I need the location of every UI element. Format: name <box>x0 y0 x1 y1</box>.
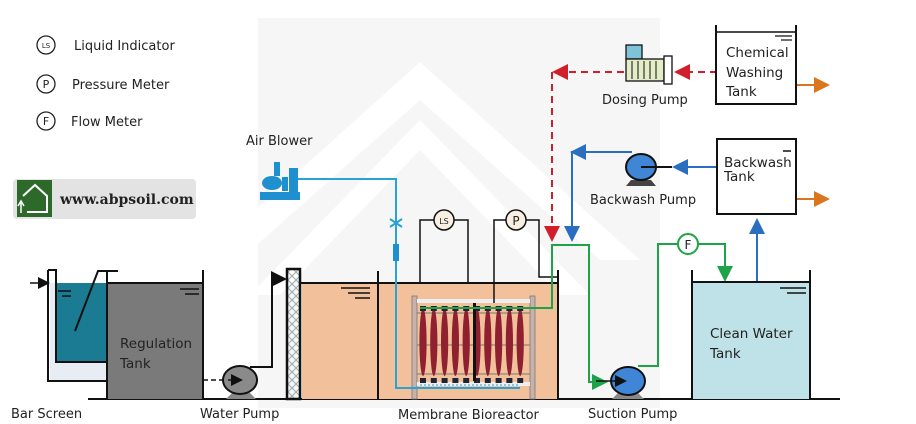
website-badge[interactable]: www.abpsoil.com <box>13 179 196 219</box>
water-pump: Water Pump <box>200 271 287 422</box>
pressure-meter: P <box>493 209 557 303</box>
suction-pump: Suction Pump <box>588 366 677 422</box>
membrane-fiber <box>484 308 492 376</box>
filter-screen <box>285 267 302 401</box>
membrane-fiber <box>451 308 459 376</box>
fiber-cap <box>430 378 437 383</box>
p-meter-label: P <box>512 214 519 228</box>
legend-item-liquid-indicator: LS Liquid Indicator <box>36 35 175 55</box>
legend-label: Flow Meter <box>71 115 143 130</box>
membrane-fiber <box>516 308 524 376</box>
air-blower: Air Blower <box>246 134 520 389</box>
clean-water-tank: Clean Water Tank <box>691 270 811 399</box>
permeate-line <box>420 244 608 390</box>
legend-label: Pressure Meter <box>72 78 170 93</box>
air-blower-icon <box>260 162 300 200</box>
house-tree-logo-icon <box>17 180 52 217</box>
fiber-cap <box>420 378 426 383</box>
fiber-cap <box>463 378 470 383</box>
chemical-tank-label-2: Washing <box>726 65 783 81</box>
air-blower-label: Air Blower <box>246 134 313 149</box>
chemical-washing-tank: Chemical Washing Tank <box>715 25 830 105</box>
backwash-pump-label: Backwash Pump <box>590 193 696 208</box>
clean-water-tank-label-2: Tank <box>709 346 741 362</box>
legend-item-flow-meter: F Flow Meter <box>36 111 143 131</box>
website-url[interactable]: www.abpsoil.com <box>59 192 194 208</box>
ls-meter-label: LS <box>439 217 449 226</box>
membrane-fiber <box>419 308 427 376</box>
membrane-fiber <box>505 308 513 376</box>
f-meter-label: F <box>685 238 692 252</box>
fiber-cap <box>517 378 524 383</box>
ls-meter-icon <box>433 209 455 231</box>
fiber-cap <box>495 378 502 383</box>
clean-water-feed-line <box>638 243 733 367</box>
membrane-fiber <box>462 308 470 376</box>
chemical-tank-label-1: Chemical <box>726 45 789 61</box>
liquid-indicator: LS <box>419 209 469 283</box>
fiber-cap <box>474 378 480 383</box>
legend-symbol: F <box>43 115 49 128</box>
f-symbol-icon <box>36 111 56 131</box>
dosing-pump-icon <box>625 44 673 85</box>
backwash-pump: Backwash Pump <box>590 153 696 208</box>
legend-symbol: P <box>43 78 50 91</box>
p-meter-icon <box>505 209 527 231</box>
air-flowmeter-icon <box>393 244 399 261</box>
chemical-tank-label-3: Tank <box>725 84 757 100</box>
ls-symbol-icon <box>36 35 56 55</box>
fiber-cap <box>484 378 491 383</box>
membrane-fiber <box>441 308 449 376</box>
regulation-tank-label-2: Tank <box>119 356 151 372</box>
backwash-tank-label-1: Backwash <box>724 155 792 171</box>
bar-screen: Bar Screen <box>11 269 118 422</box>
legend-label: Liquid Indicator <box>74 39 175 54</box>
membrane-bioreactor-label: Membrane Bioreactor <box>398 408 540 423</box>
air-line <box>298 178 520 389</box>
suction-pump-label: Suction Pump <box>588 407 677 422</box>
legend-symbol: LS <box>42 42 51 50</box>
flow-meter: F <box>677 233 699 255</box>
chemical-line <box>544 64 717 242</box>
fiber-cap <box>441 378 448 383</box>
membrane-fiber <box>495 308 503 376</box>
water-pump-label: Water Pump <box>200 407 279 422</box>
legend: LS Liquid Indicator P Pressure Meter F F… <box>36 35 175 131</box>
air-valve-icon <box>389 218 403 228</box>
fiber-cap <box>506 378 513 383</box>
bar-screen-label: Bar Screen <box>11 407 82 422</box>
membrane-fiber <box>430 308 438 376</box>
dosing-pump-label: Dosing Pump <box>602 93 688 108</box>
backwash-line <box>564 144 765 282</box>
legend-item-pressure-meter: P Pressure Meter <box>36 74 170 94</box>
backwash-tank: Backwash Tank <box>716 138 830 215</box>
regulation-tank: Regulation Tank <box>106 270 204 399</box>
p-symbol-icon <box>36 74 56 94</box>
regulation-tank-label-1: Regulation <box>120 336 192 352</box>
clean-water-tank-label-1: Clean Water <box>710 326 793 342</box>
dosing-pump: Dosing Pump <box>602 44 688 108</box>
backwash-tank-label-2: Tank <box>723 169 755 185</box>
fiber-cap <box>452 378 459 383</box>
screen-bar <box>74 270 118 332</box>
f-meter-icon <box>677 233 699 255</box>
